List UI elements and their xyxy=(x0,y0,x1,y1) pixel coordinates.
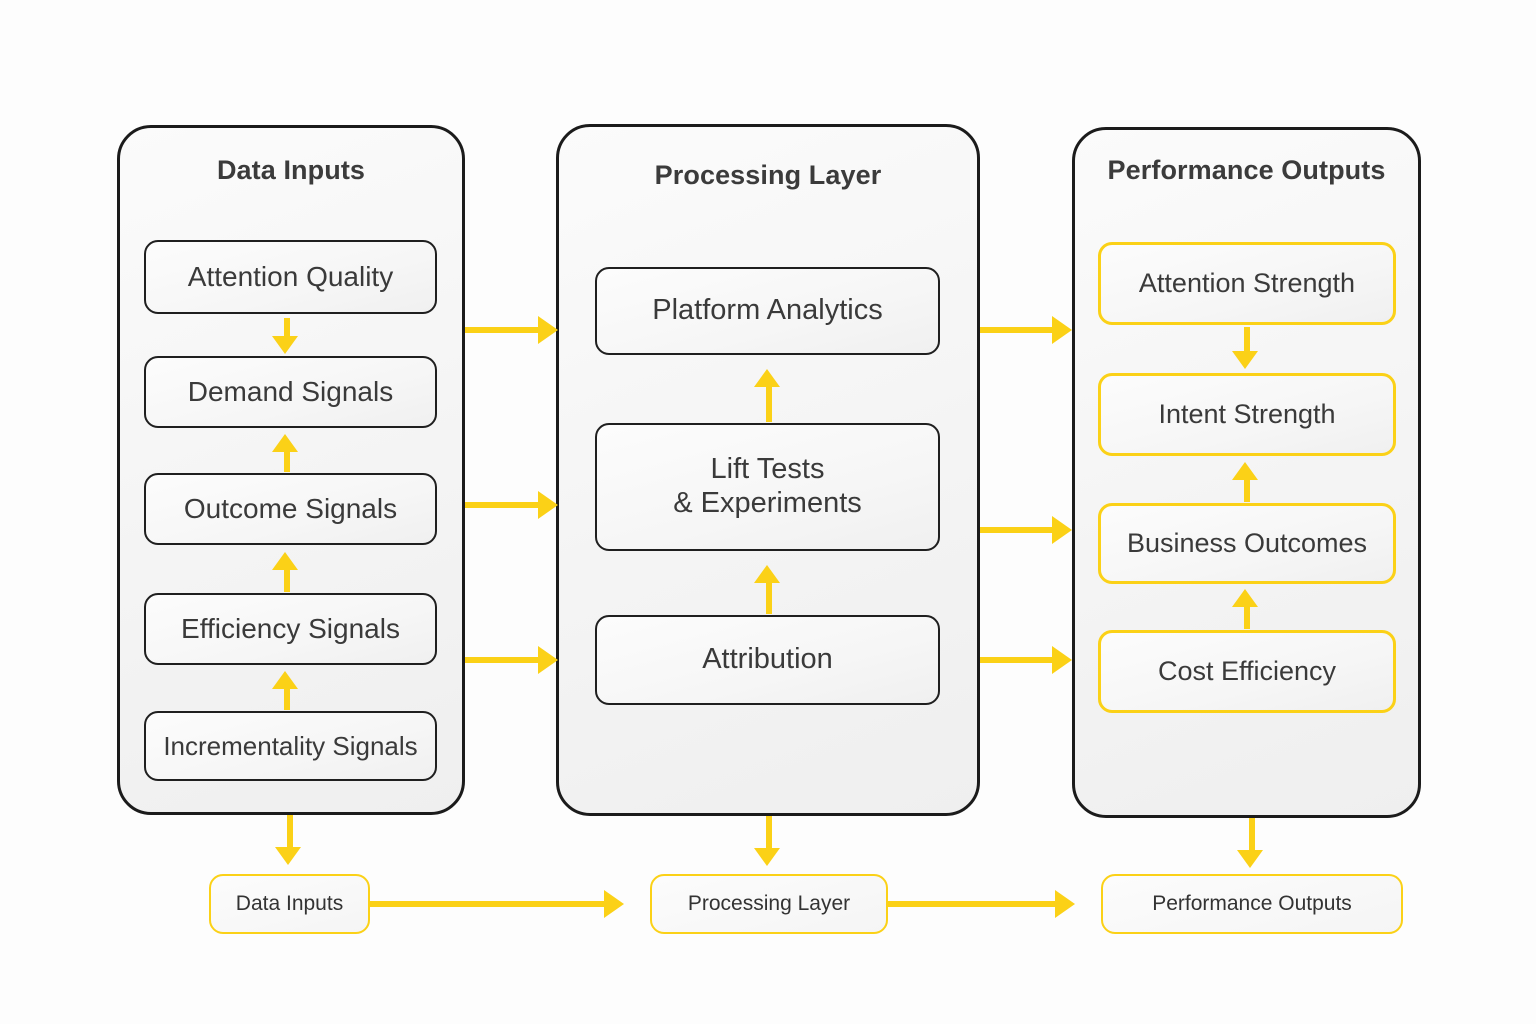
node-lift-tests-line1: Lift Tests xyxy=(710,453,825,486)
arrow-head-c2-a1-up-icon xyxy=(754,369,780,387)
arrow-line-c1-a2 xyxy=(284,450,290,472)
node-business-outcomes[interactable]: Business Outcomes xyxy=(1098,503,1396,584)
arrow-head-c2-a2-up-icon xyxy=(754,565,780,583)
node-cost-efficiency[interactable]: Cost Efficiency xyxy=(1098,630,1396,713)
arrow-line-c1-a4 xyxy=(284,687,290,710)
node-attribution[interactable]: Attribution xyxy=(595,615,940,705)
node-demand-signals[interactable]: Demand Signals xyxy=(144,356,437,428)
node-attention-quality[interactable]: Attention Quality xyxy=(144,240,437,314)
node-intent-strength[interactable]: Intent Strength xyxy=(1098,373,1396,456)
cross-arrow-line-5 xyxy=(980,527,1052,533)
cross-arrow-head-1-right-icon xyxy=(538,316,558,344)
cross-arrow-head-3-right-icon xyxy=(538,646,558,674)
pill-processing-layer[interactable]: Processing Layer xyxy=(650,874,888,934)
drop-arrow-head-3-down-icon xyxy=(1237,850,1263,868)
arrow-head-c1-a2-up-icon xyxy=(272,434,298,452)
arrow-line-c2-a1 xyxy=(766,385,772,422)
arrow-line-c2-a2 xyxy=(766,581,772,614)
chain-arrow-head-1-right-icon xyxy=(604,890,624,918)
arrow-line-c3-a3 xyxy=(1244,605,1250,629)
panel-title-performance-outputs: Performance Outputs xyxy=(1107,155,1386,185)
arrow-head-c1-a1-down-icon xyxy=(272,336,298,354)
drop-arrow-line-3 xyxy=(1249,818,1255,852)
cross-arrow-head-5-right-icon xyxy=(1052,516,1072,544)
arrow-line-c3-a2 xyxy=(1244,478,1250,502)
chain-arrow-head-2-right-icon xyxy=(1055,890,1075,918)
drop-arrow-line-1 xyxy=(287,815,293,849)
node-platform-analytics[interactable]: Platform Analytics xyxy=(595,267,940,355)
pill-performance-outputs[interactable]: Performance Outputs xyxy=(1101,874,1403,934)
arrow-head-c3-a2-up-icon xyxy=(1232,462,1258,480)
arrow-line-c1-a1 xyxy=(284,318,290,338)
node-attention-strength[interactable]: Attention Strength xyxy=(1098,242,1396,325)
pill-data-inputs[interactable]: Data Inputs xyxy=(209,874,370,934)
node-efficiency-signals[interactable]: Efficiency Signals xyxy=(144,593,437,665)
arrow-head-c3-a1-down-icon xyxy=(1232,351,1258,369)
cross-arrow-line-4 xyxy=(980,327,1052,333)
cross-arrow-head-4-right-icon xyxy=(1052,316,1072,344)
arrow-head-c1-a3-up-icon xyxy=(272,552,298,570)
panel-title-data-inputs: Data Inputs xyxy=(216,155,366,185)
chain-arrow-line-2 xyxy=(888,901,1055,907)
arrow-line-c1-a3 xyxy=(284,568,290,592)
cross-arrow-head-2-right-icon xyxy=(538,491,558,519)
arrow-head-c1-a4-up-icon xyxy=(272,671,298,689)
node-lift-tests-line2: & Experiments xyxy=(673,487,862,519)
cross-arrow-head-6-right-icon xyxy=(1052,646,1072,674)
chain-arrow-line-1 xyxy=(370,901,604,907)
panel-title-processing-layer: Processing Layer xyxy=(654,160,882,190)
cross-arrow-line-1 xyxy=(465,327,538,333)
drop-arrow-head-2-down-icon xyxy=(754,848,780,866)
cross-arrow-line-6 xyxy=(980,657,1052,663)
drop-arrow-line-2 xyxy=(766,816,772,850)
cross-arrow-line-2 xyxy=(465,502,538,508)
arrow-head-c3-a3-up-icon xyxy=(1232,589,1258,607)
arrow-line-c3-a1 xyxy=(1244,327,1250,353)
drop-arrow-head-1-down-icon xyxy=(275,847,301,865)
node-lift-tests-experiments[interactable]: Lift Tests & Experiments xyxy=(595,423,940,551)
node-outcome-signals[interactable]: Outcome Signals xyxy=(144,473,437,545)
node-incrementality-signals[interactable]: Incrementality Signals xyxy=(144,711,437,781)
cross-arrow-line-3 xyxy=(465,657,538,663)
